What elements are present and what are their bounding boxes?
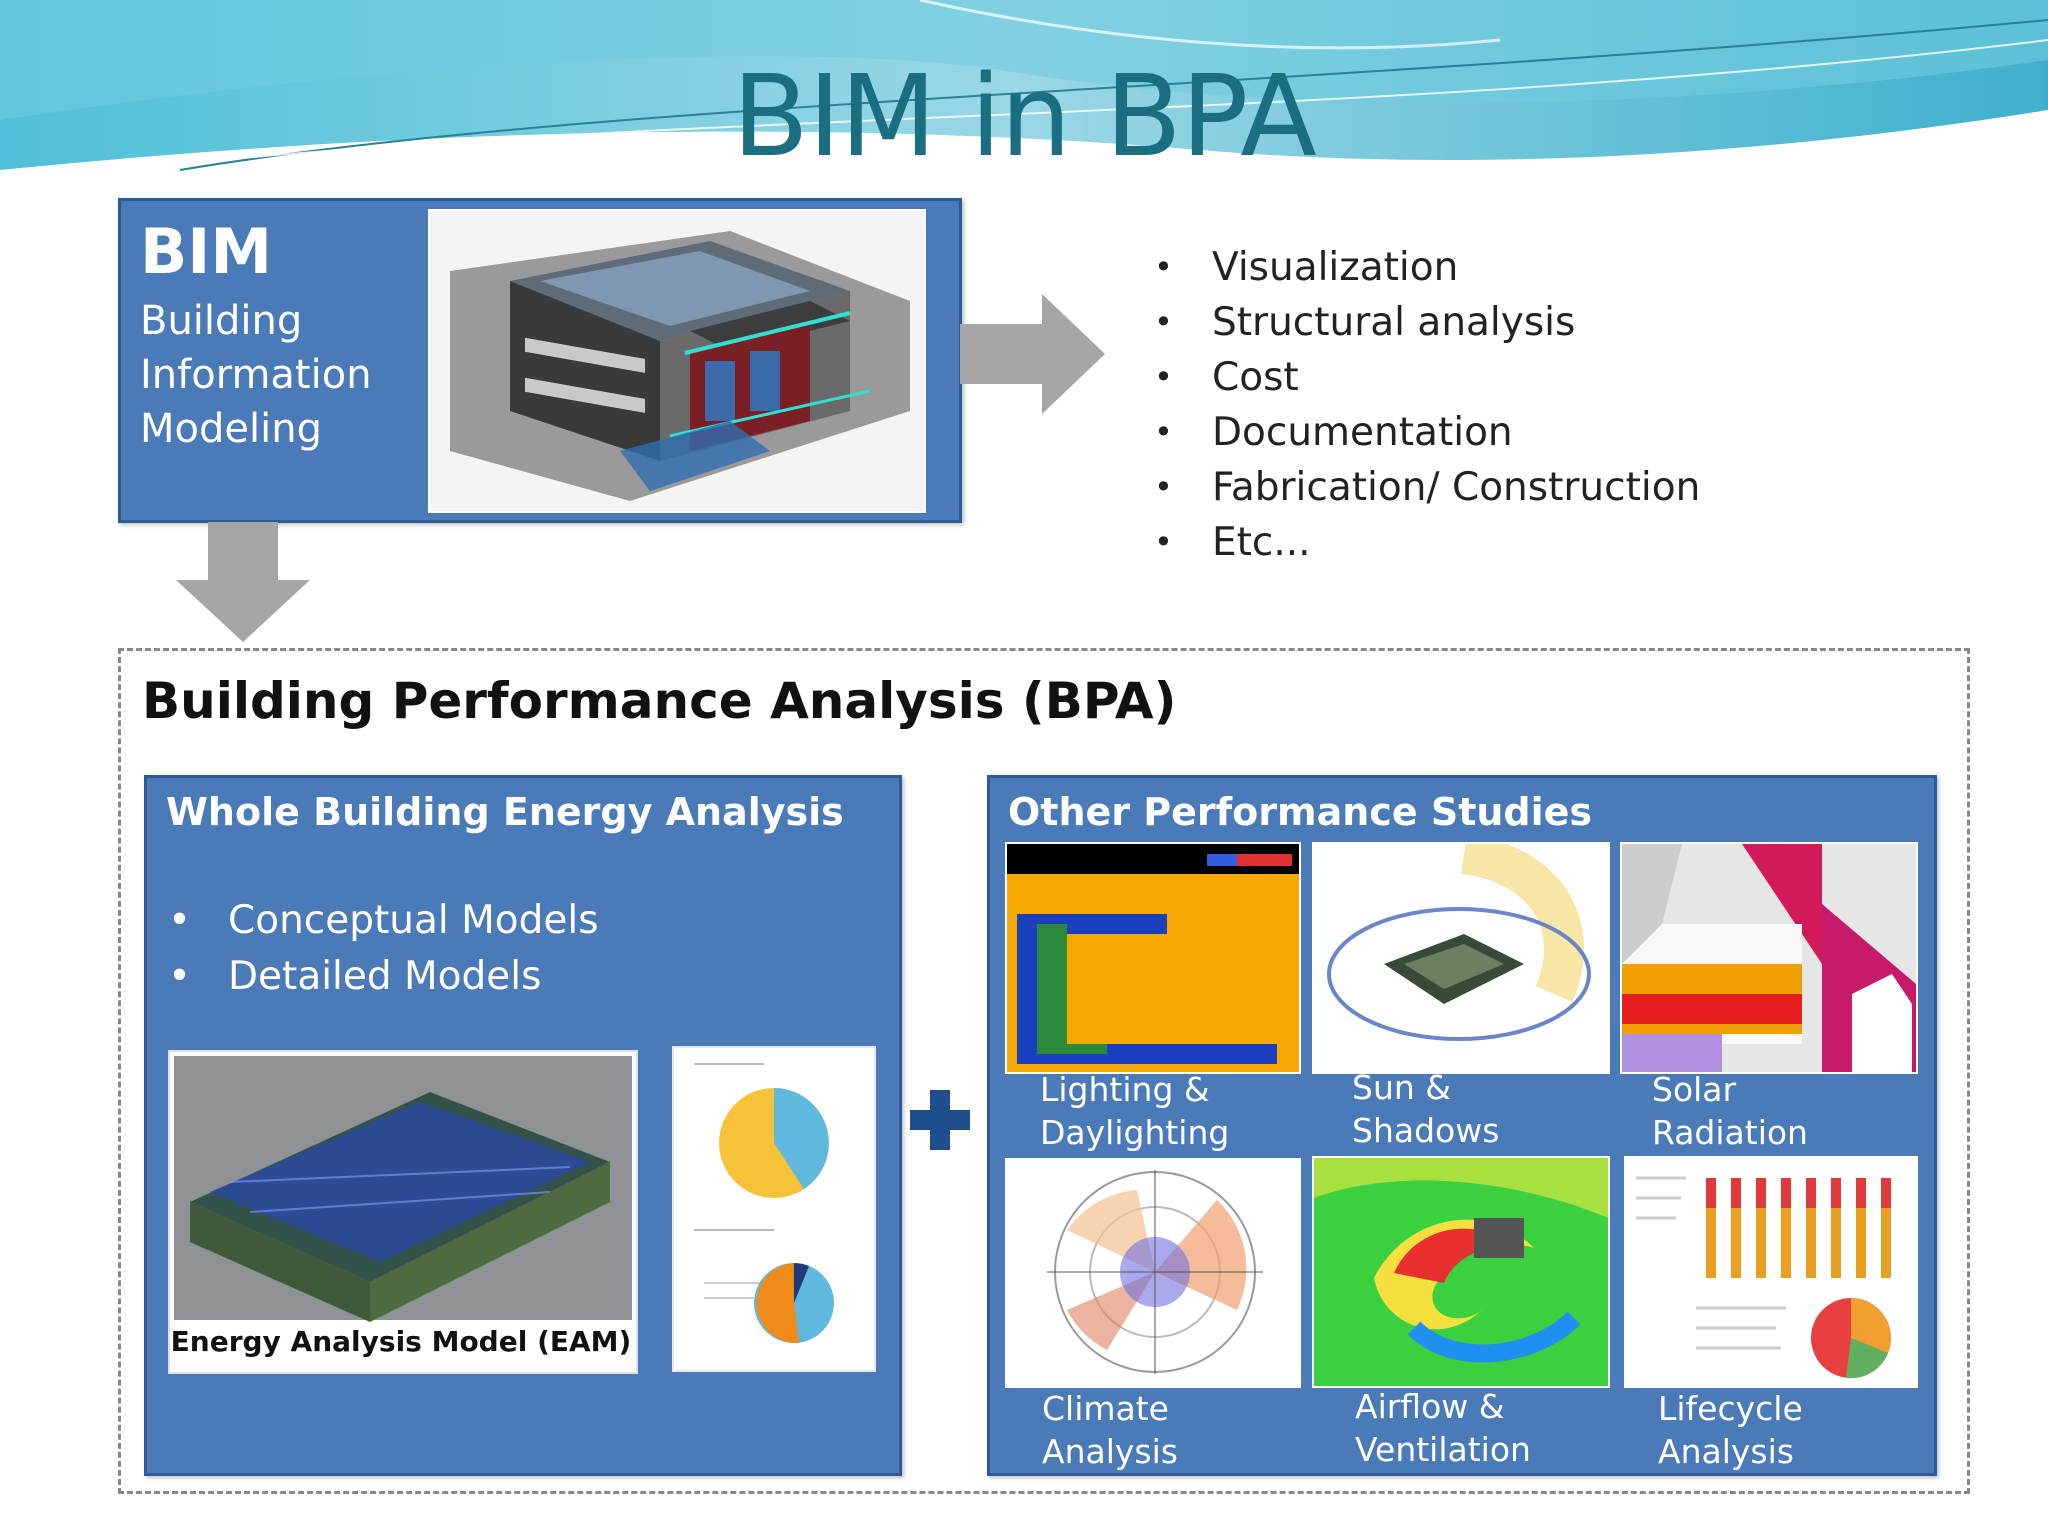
bpa-frame: [118, 648, 1970, 1494]
bim-word-information: Information: [140, 352, 372, 398]
bpa-title: Building Performance Analysis (BPA): [142, 672, 1177, 730]
bim-word-modeling: Modeling: [140, 406, 322, 452]
study-label-airflow: Airflow &Ventilation: [1355, 1387, 1531, 1469]
list-item: •Documentation: [1154, 410, 1513, 455]
down-arrow: [176, 522, 310, 642]
list-item: •Cost: [1154, 355, 1299, 400]
sun-shadows-image: [1312, 842, 1610, 1074]
list-item: •Structural analysis: [1154, 300, 1576, 345]
energy-analysis-model-image: [168, 1050, 638, 1374]
lighting-daylighting-image: [1005, 842, 1301, 1074]
list-item: •Etc...: [1154, 520, 1311, 565]
lifecycle-analysis-image: [1624, 1156, 1918, 1388]
list-item: •Conceptual Models: [168, 898, 599, 943]
study-label-lighting: Lighting &Daylighting: [1040, 1070, 1230, 1152]
list-item: •Fabrication/ Construction: [1154, 465, 1701, 510]
list-item: •Visualization: [1154, 245, 1459, 290]
plus-icon: [910, 1090, 970, 1150]
airflow-ventilation-image: [1312, 1156, 1610, 1388]
energy-pie-charts-image: [672, 1046, 876, 1372]
climate-analysis-image: [1005, 1158, 1301, 1388]
list-item: •Detailed Models: [168, 954, 542, 999]
performance-studies-title: Other Performance Studies: [1008, 790, 1593, 834]
right-arrow: [960, 294, 1105, 414]
study-label-sun: Sun &Shadows: [1352, 1068, 1500, 1150]
wave-banner: [0, 0, 2048, 171]
bim-word-building: Building: [140, 298, 303, 344]
building-model-image: [428, 209, 926, 513]
energy-analysis-title: Whole Building Energy Analysis: [166, 790, 844, 834]
bim-abbreviation: BIM: [140, 215, 273, 288]
eam-label: Energy Analysis Model (EAM): [170, 1325, 632, 1358]
solar-radiation-image: [1620, 842, 1918, 1074]
bim-uses-list: •Visualization •Structural analysis •Cos…: [1140, 240, 1700, 570]
slide-title: BIM in BPA: [732, 52, 1317, 182]
